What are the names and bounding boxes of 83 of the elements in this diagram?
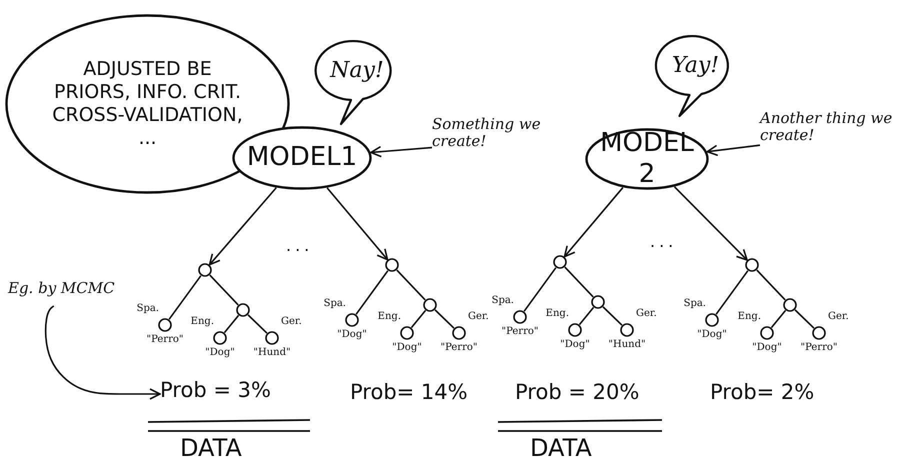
word-label: "Hund" <box>253 347 291 358</box>
tree-branch-line <box>578 306 594 326</box>
language-label: Spa. <box>136 303 159 314</box>
tree-node-circle <box>198 263 212 277</box>
word-label: "Dog" <box>205 347 235 358</box>
arrow <box>370 146 432 158</box>
tree-branch-line <box>434 309 455 329</box>
word-label: "Perro" <box>502 326 538 337</box>
arrow <box>208 187 277 266</box>
tree-branch-line <box>396 270 426 300</box>
word-label: "Hund" <box>608 339 646 350</box>
tree-node-circle <box>158 318 172 332</box>
word-label: "Perro" <box>440 342 478 353</box>
annotation-text: Eg. by MCMC <box>8 280 138 306</box>
language-label: Ger. <box>636 308 657 319</box>
arrow <box>326 187 388 260</box>
tree-branch-line <box>564 266 594 298</box>
tree-node-circle <box>213 331 227 345</box>
arrow <box>674 186 748 261</box>
ellipsis-text: ... <box>650 232 678 251</box>
language-label: Eng. <box>378 311 401 322</box>
speech-text: Yay! <box>670 52 720 80</box>
tree-node-circle <box>423 298 437 312</box>
annotation-text: Another thing we create! <box>760 110 895 164</box>
tree-node-circle <box>345 313 359 327</box>
annotation-text: Prob = 3% <box>160 378 280 410</box>
arrow <box>44 305 161 400</box>
arrow <box>564 187 624 258</box>
tree-branch-line <box>756 270 786 300</box>
language-label: Spa. <box>684 298 706 309</box>
tree-node-circle <box>513 310 527 324</box>
tree-node-circle <box>745 258 759 272</box>
tree-node-circle <box>760 326 774 340</box>
model-ellipse <box>585 128 709 190</box>
tree-branch-line <box>224 314 240 334</box>
tree-branch-line <box>168 275 202 320</box>
language-label: Spa. <box>324 298 346 309</box>
word-label: "Dog" <box>560 339 590 350</box>
language-label: Ger. <box>281 316 302 327</box>
word-label: "Perro" <box>800 342 838 353</box>
tree-branch-line <box>715 270 749 315</box>
model-ellipse <box>232 126 372 190</box>
tree-node-circle <box>812 326 826 340</box>
tree-branch-line <box>523 267 557 312</box>
tree-node-circle <box>620 323 634 337</box>
probability-text: Prob= 14% <box>350 380 468 404</box>
tree-branch-line <box>247 314 268 334</box>
arrow <box>706 144 760 156</box>
tree-branch-line <box>355 270 389 315</box>
word-label: "Perro" <box>146 334 184 345</box>
tree-branch-line <box>209 274 239 306</box>
probability-text: Prob = 20% <box>515 380 640 404</box>
ellipsis-text: ... <box>286 236 314 255</box>
language-label: Spa. <box>492 295 514 306</box>
language-label: Ger. <box>468 311 489 322</box>
data-label: DATA <box>180 434 242 462</box>
language-label: Eng. <box>738 311 761 322</box>
tree-branch-line <box>770 310 786 328</box>
tree-node-circle <box>553 255 567 269</box>
tree-node-circle <box>385 258 399 272</box>
tree-node-circle <box>568 323 582 337</box>
tree-node-circle <box>783 298 797 312</box>
tree-node-circle <box>452 326 466 340</box>
tree-node-circle <box>236 303 250 317</box>
tree-node-circle <box>705 313 719 327</box>
data-label: DATA <box>530 434 592 462</box>
word-label: "Dog" <box>752 342 782 353</box>
annotation-text: Something we create! <box>432 116 544 170</box>
model-label: MODEL1 <box>246 141 358 174</box>
language-label: Eng. <box>546 308 569 319</box>
language-label: Eng. <box>190 316 214 327</box>
tree-node-circle <box>265 331 279 345</box>
probability-text: Prob= 2% <box>710 380 814 404</box>
tree-branch-line <box>794 309 815 329</box>
tree-node-circle <box>591 295 605 309</box>
word-label: "Dog" <box>337 329 367 340</box>
bubble-text: ADJUSTED BE PRIORS, INFO. CRIT. CROSS-VALIDATION, ... <box>51 57 244 151</box>
tree-branch-line <box>602 306 623 326</box>
tree-branch-line <box>410 310 426 328</box>
tree-node-circle <box>400 326 414 340</box>
language-label: Ger. <box>828 311 849 322</box>
word-label: "Dog" <box>697 329 727 340</box>
word-label: "Dog" <box>392 342 422 353</box>
